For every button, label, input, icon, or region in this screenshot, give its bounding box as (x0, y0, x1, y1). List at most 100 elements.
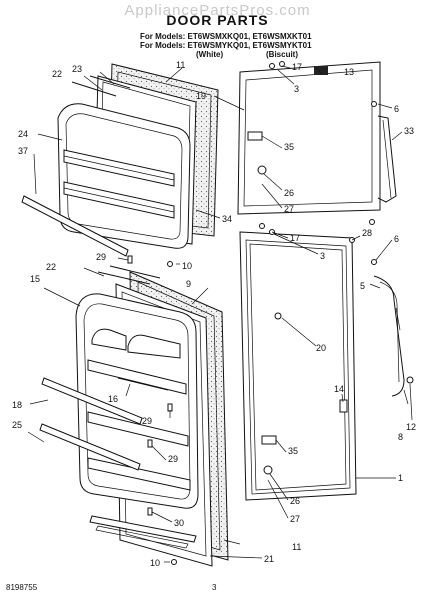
screw-6-b (369, 219, 375, 225)
fresh-food-outer-door (239, 231, 357, 501)
fresh-trim-strip (109, 265, 161, 279)
freezer-handle-grip (382, 119, 392, 199)
screw-6-c (371, 259, 377, 265)
bottom-rail (89, 515, 197, 543)
screw-17-b (279, 61, 285, 67)
callout-37: 37 (18, 146, 28, 156)
clip-29-c (147, 439, 153, 448)
callout-35: 35 (284, 142, 294, 152)
callout-33: 33 (404, 126, 414, 136)
callout-11: 11 (292, 542, 301, 552)
callout-18: 18 (12, 400, 22, 410)
page-number: 3 (212, 583, 217, 592)
screw-17-a (269, 63, 275, 69)
callout-27: 27 (284, 204, 294, 214)
fresh-shelf-1 (87, 359, 187, 395)
callout-17: 17 (292, 62, 302, 72)
callout-29: 29 (96, 252, 106, 262)
models-line-2: For Models: ET6WSMYKQ01, ET6WSMYKT01 (140, 41, 312, 50)
watermark: AppliancePartsPros.com (124, 2, 311, 19)
freezer-hinge-plate (247, 131, 263, 141)
screw-17-c (259, 223, 265, 229)
callout-25: 25 (12, 420, 22, 430)
callout-17: 17 (290, 233, 300, 243)
callout-labels: 1 3 3 5 6 6 8 9 10 10 11 11 12 13 14 15 … (12, 60, 416, 568)
callout-26: 26 (290, 496, 300, 506)
fresh-shelf-2 (87, 411, 189, 447)
callout-19: 19 (196, 91, 206, 101)
callout-1: 1 (398, 473, 403, 483)
callout-21: 21 (264, 554, 274, 564)
fresh-food-outer-door-face (249, 243, 347, 491)
callout-29: 29 (142, 416, 152, 426)
freezer-trim-strip-22 (71, 81, 117, 97)
callout-22: 22 (46, 262, 56, 272)
clip-29-a (127, 255, 133, 264)
callout-12: 12 (406, 422, 416, 432)
callout-10: 10 (150, 558, 160, 568)
callout-28: 28 (362, 228, 372, 238)
callout-3: 3 (320, 251, 325, 261)
stop-14 (339, 399, 348, 413)
callout-11: 11 (176, 60, 185, 70)
door-plug (274, 312, 282, 320)
freezer-trim-strip-23 (89, 75, 131, 89)
callout-24: 24 (18, 129, 28, 139)
fresh-food-outer-door-inner (245, 239, 351, 495)
callout-15: 15 (30, 274, 40, 284)
page-title: DOOR PARTS (166, 12, 269, 28)
callout-27: 27 (290, 514, 300, 524)
callout-30: 30 (174, 518, 184, 528)
callout-9: 9 (186, 279, 191, 289)
models-line-1: For Models: ET6WSMXKQ01, ET6WSMXKT01 (140, 32, 312, 41)
callout-34: 34 (222, 214, 232, 224)
dairy-door-left (91, 328, 127, 351)
callout-35: 35 (288, 446, 298, 456)
leader-lines (27, 65, 413, 563)
callout-6: 6 (394, 234, 399, 244)
fresh-shelf-3 (87, 457, 191, 491)
finish-white: (White) (196, 50, 224, 59)
shelf-bar-16 (117, 377, 169, 391)
callout-5: 5 (360, 281, 365, 291)
callout-29: 29 (168, 454, 178, 464)
callout-20: 20 (316, 343, 326, 353)
callout-13: 13 (344, 67, 354, 77)
nameplate (314, 66, 328, 75)
screw-6-a (371, 101, 377, 107)
hinge-pin-lower (263, 465, 273, 475)
freezer-hinge-pin (257, 165, 267, 175)
callout-6: 6 (394, 104, 399, 114)
clip-30 (147, 507, 153, 516)
screw-10-a (167, 261, 173, 267)
callout-14: 14 (334, 384, 344, 394)
freezer-shelf-rail (21, 195, 129, 257)
fresh-food-handle (373, 275, 405, 397)
callout-22: 22 (52, 69, 62, 79)
bottom-rail-inner (95, 525, 189, 549)
shelf-rail-25 (39, 423, 141, 471)
freezer-handle (377, 115, 397, 203)
dairy-door-right (127, 334, 181, 359)
shelf-rail-18 (41, 377, 143, 425)
freezer-shelf-line-1 (63, 155, 175, 181)
freezer-outer-door (237, 61, 381, 215)
document-number: 8198755 (6, 583, 38, 592)
callout-10: 10 (182, 261, 192, 271)
fresh-trim-strip-22 (97, 271, 151, 285)
fresh-food-handle-grip (379, 281, 400, 383)
callout-26: 26 (284, 188, 294, 198)
clip-29-b (167, 403, 173, 412)
freezer-outer-door-inner (243, 69, 373, 207)
hinge-plate-lower (261, 435, 277, 445)
callout-16: 16 (108, 394, 118, 404)
finish-biscuit: (Biscuit) (266, 50, 298, 59)
freezer-shelf-line-2 (63, 187, 175, 213)
screw-10-b (171, 559, 177, 565)
screw-12 (406, 376, 414, 384)
callout-3: 3 (294, 84, 299, 94)
callout-23: 23 (72, 64, 82, 74)
callout-8: 8 (398, 432, 403, 442)
